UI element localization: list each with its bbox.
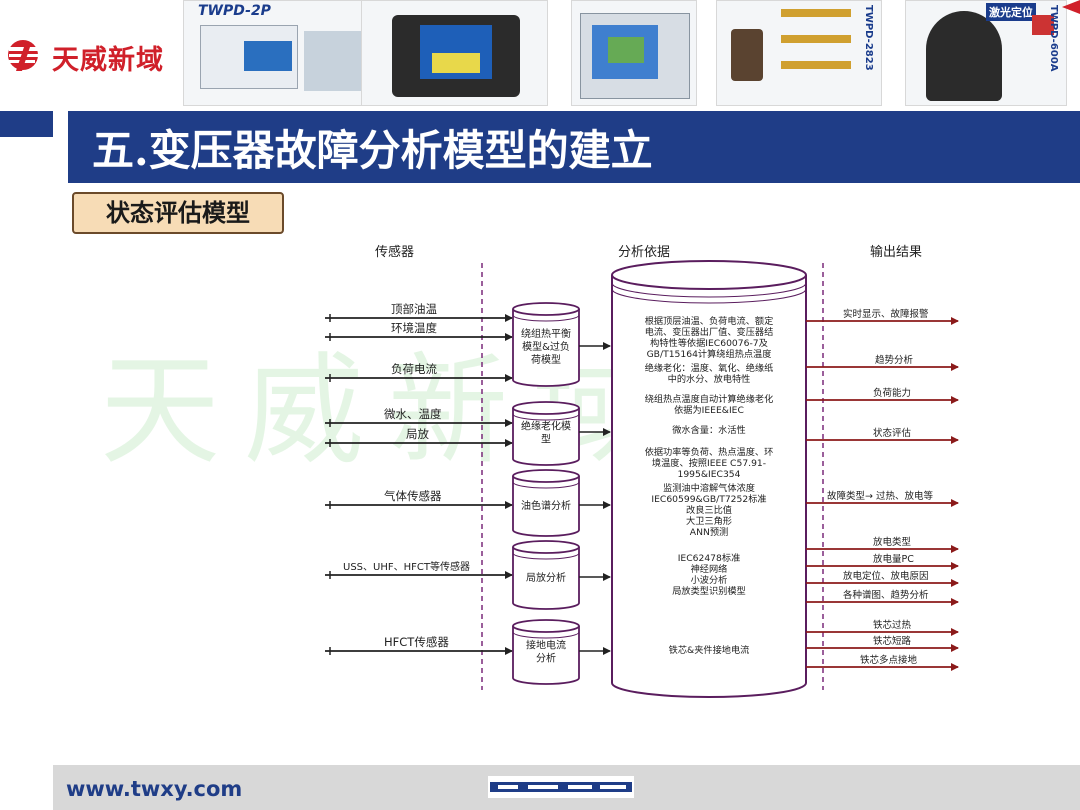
product-thumb-twpd-600a: 激光定位 TWPD-600A xyxy=(905,0,1067,106)
input-label: 局放 xyxy=(406,427,429,441)
model-label-line: 局放分析 xyxy=(526,571,566,584)
model-label-line: 油色谱分析 xyxy=(521,499,571,512)
input-label: 顶部油温 xyxy=(391,302,437,316)
analysis-text-line: 改良三比值 xyxy=(686,504,732,516)
input-label: HFCT传感器 xyxy=(384,635,449,649)
banner-caption: 激光定位 xyxy=(986,3,1036,21)
output-label: 实时显示、故障报警 xyxy=(843,308,929,320)
input-label: 微水、温度 xyxy=(384,407,442,421)
section-subtitle: 状态评估模型 xyxy=(72,192,284,234)
output-label: 状态评估 xyxy=(873,427,912,439)
analysis-text-line: 监测油中溶解气体浓度 xyxy=(663,482,755,494)
title-bar xyxy=(68,111,1080,183)
analysis-text-line: IEC62478标准 xyxy=(678,552,741,564)
corner-logo-icon xyxy=(1062,0,1080,14)
analysis-text-line: 电流、变压器出厂值、变压器结 xyxy=(645,326,774,338)
analysis-text-line: 神经网络 xyxy=(691,563,728,575)
analysis-text-line: 铁芯&夹件接地电流 xyxy=(669,644,750,656)
model-label-line: 绝缘老化模 xyxy=(521,420,571,433)
company-name: 天威新域 xyxy=(52,45,164,76)
assessment-diagram: 天威新域 传感器 分析依据 输出结果 顶部油温环境温度负荷电流微水、温度局放气体… xyxy=(100,244,959,698)
product-caption: TWPD-2823 xyxy=(863,5,874,71)
output-label: 负荷能力 xyxy=(873,387,911,399)
column-header-analysis: 分析依据 xyxy=(618,245,670,260)
model-label-line: 荷模型 xyxy=(531,353,561,366)
output-label: 放电类型 xyxy=(873,536,912,548)
analysis-text-line: 大卫三角形 xyxy=(686,515,732,527)
analysis-text-line: 构特性等依据IEC60076-7及 xyxy=(650,337,768,349)
model-label-line: 型 xyxy=(541,433,551,446)
model-label-line: 分析 xyxy=(536,652,556,665)
analysis-text-line: 绕组热点温度自动计算绝缘老化 xyxy=(645,393,774,405)
footer-logo-icon xyxy=(488,776,634,798)
output-label: 放电定位、放电原因 xyxy=(843,570,929,582)
column-header-output: 输出结果 xyxy=(870,244,922,260)
input-label: 环境温度 xyxy=(391,321,437,335)
analysis-text-line: 微水含量：水活性 xyxy=(672,424,746,436)
output-label: 趋势分析 xyxy=(875,354,914,366)
column-header-sensors: 传感器 xyxy=(375,244,414,260)
model-label-line: 模型&过负 xyxy=(522,340,570,353)
output-label: 各种谱图、趋势分析 xyxy=(843,589,929,601)
analysis-text-line: 境温度、按照IEEE C57.91- xyxy=(652,457,766,469)
output-label: 故障类型→ 过热、放电等 xyxy=(827,490,933,502)
analysis-text-line: 小波分析 xyxy=(691,574,728,586)
analysis-text-line: 中的水分、放电特性 xyxy=(668,373,751,385)
product-thumb-monitor xyxy=(571,0,697,106)
analysis-text-line: 依据为IEEE&IEC xyxy=(674,404,744,416)
product-caption: TWPD-2P xyxy=(198,3,271,19)
output-label: 铁芯多点接地 xyxy=(860,654,918,666)
title-accent-bar xyxy=(0,111,53,137)
analysis-text-line: ANN预测 xyxy=(690,527,728,538)
model-label-line: 接地电流 xyxy=(526,639,566,652)
analysis-cylinder xyxy=(611,275,807,698)
product-caption: TWPD-600A xyxy=(1048,5,1059,72)
product-thumb-twpd-2p: TWPD-2P xyxy=(183,0,380,106)
company-logo-icon xyxy=(8,40,43,71)
input-label: USS、UHF、HFCT等传感器 xyxy=(343,560,470,573)
model-cylinder: 局放分析 xyxy=(512,540,580,610)
output-label: 铁芯短路 xyxy=(873,635,912,647)
page-title: 五.变压器故障分析模型的建立 xyxy=(92,126,653,175)
product-thumb-twpd-2823: TWPD-2823 xyxy=(716,0,882,106)
analysis-text-line: 依据功率等负荷、热点温度、环 xyxy=(645,446,774,458)
analysis-text-line: 根据顶层油温、负荷电流、额定 xyxy=(645,315,774,327)
input-label: 负荷电流 xyxy=(391,362,437,376)
analysis-text-line: GB/T15164计算绕组热点温度 xyxy=(647,348,772,360)
analysis-text-line: 绝缘老化：温度、氧化、绝缘纸 xyxy=(645,362,774,374)
model-cylinder: 油色谱分析 xyxy=(512,469,580,537)
analysis-text-line: 1995&IEC354 xyxy=(677,469,740,480)
model-label-line: 绕组热平衡 xyxy=(521,327,571,340)
analysis-text-line: IEC60599&GB/T7252标准 xyxy=(651,493,766,505)
output-label: 铁芯过热 xyxy=(873,619,912,631)
analysis-cylinder-top xyxy=(611,260,807,290)
product-thumb-analyzer xyxy=(361,0,548,106)
input-label: 气体传感器 xyxy=(384,489,442,503)
output-label: 放电量PC xyxy=(873,553,914,565)
analysis-text-line: 局放类型识别模型 xyxy=(672,585,746,597)
footer-url[interactable]: www.twxy.com xyxy=(66,777,243,801)
